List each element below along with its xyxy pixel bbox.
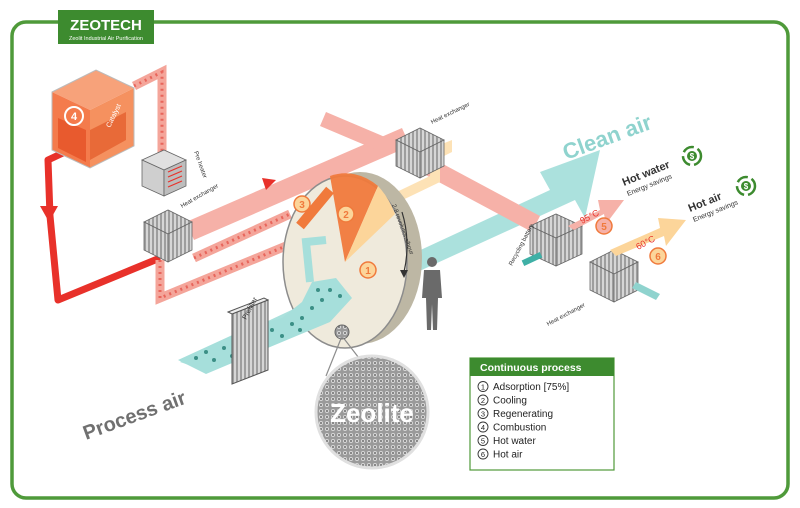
marker-1: 1 xyxy=(359,261,377,279)
dollar-recycle-icon: $ xyxy=(735,175,757,197)
zeolite-magnifier: Zeolite xyxy=(314,324,430,470)
svg-text:6: 6 xyxy=(655,252,661,263)
svg-text:1: 1 xyxy=(365,266,371,277)
regen-inlet xyxy=(296,186,334,230)
legend-number-circle-icon xyxy=(477,394,489,406)
pink-band-to-battery xyxy=(420,156,540,232)
svg-text:3: 3 xyxy=(299,200,305,211)
legend-label: Hot air xyxy=(493,450,523,461)
marker-4: 4 xyxy=(64,106,84,126)
cooling-sector xyxy=(345,186,395,262)
legend-item: 1 Adsorption [75%] xyxy=(477,381,569,393)
marker-6: 6 xyxy=(649,247,667,265)
brand-logo: ZEOTECH Zeolit Industrial Air Purificati… xyxy=(58,10,154,44)
legend-number-circle-icon xyxy=(477,408,489,419)
legend-label: Hot water xyxy=(493,436,536,447)
legend-item: 2 Cooling xyxy=(477,394,527,407)
legend-number-circle-icon xyxy=(477,435,489,446)
legend-number-circle-icon xyxy=(477,448,489,460)
rotation-arrowhead-icon xyxy=(400,270,408,278)
rotation-arrow-icon xyxy=(401,211,408,273)
hot-air-arrow xyxy=(610,218,686,256)
svg-text:$: $ xyxy=(690,152,695,161)
legend-box: Continuous process 1 Adsorption [75%] 2 Coo… xyxy=(469,357,615,471)
person-silhouette-icon xyxy=(422,257,442,330)
pre-heater: Pre heater xyxy=(141,149,207,197)
legend-label: Adsorption [75%] xyxy=(493,382,569,393)
legend-number: 2 xyxy=(481,396,485,405)
legend-number: 1 xyxy=(481,383,485,392)
prefilter: Prefilter xyxy=(226,296,270,385)
svg-text:2: 2 xyxy=(343,210,349,221)
legend-number: 4 xyxy=(481,423,485,432)
legend-number-circle-icon xyxy=(477,421,489,433)
svg-text:5: 5 xyxy=(601,222,607,233)
heat-exchanger-left: Heat exchanger xyxy=(143,183,220,263)
legend-item: 4 Combustion xyxy=(477,421,546,434)
combustion-arrowhead-icon xyxy=(40,206,58,222)
legend-item: 3 Regenerating xyxy=(477,408,553,420)
regenerating-sector xyxy=(330,173,378,262)
svg-text:$: $ xyxy=(744,182,749,191)
pink-band-arrowhead-icon xyxy=(262,178,276,190)
marker-5: 5 xyxy=(595,217,613,235)
pink-duct-middle xyxy=(192,209,292,263)
dollar-recycle-icon: $ xyxy=(681,145,703,167)
pink-band-to-top-exchanger xyxy=(320,112,392,154)
brand-name: ZEOTECH xyxy=(70,17,142,34)
legend-label: Combustion xyxy=(493,423,546,434)
legend-label: Regenerating xyxy=(493,409,553,420)
legend-label: Cooling xyxy=(493,396,527,407)
pink-duct-lower-dots xyxy=(158,244,287,301)
legend-number-circle-icon xyxy=(477,381,489,392)
pink-band-upper xyxy=(186,128,410,240)
legend-item: 6 Hot air xyxy=(477,448,523,461)
legend-title: Continuous process xyxy=(480,362,582,374)
legend-number: 5 xyxy=(481,437,485,446)
legend-number: 6 xyxy=(481,450,485,459)
svg-text:4: 4 xyxy=(71,111,78,123)
pink-duct-top-dots xyxy=(133,69,164,158)
legend-number: 3 xyxy=(481,410,485,419)
brand-tagline: Zeolit Industrial Air Purification xyxy=(69,36,143,42)
marker-2: 2 xyxy=(337,205,355,223)
hot-water-arrow xyxy=(568,200,624,230)
marker-3: 3 xyxy=(293,195,311,213)
legend-item: 5 Hot water xyxy=(477,435,536,447)
zeolite-label: Zeolite xyxy=(330,398,414,428)
